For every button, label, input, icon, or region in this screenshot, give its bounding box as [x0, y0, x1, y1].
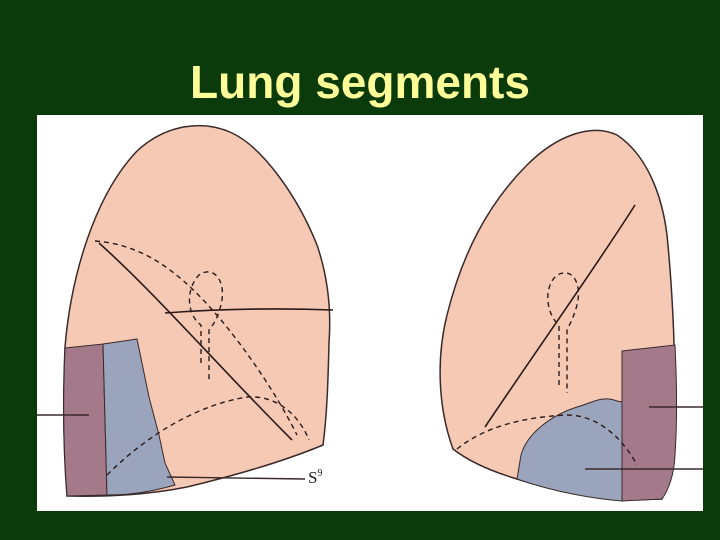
lung-diagram-svg: S9 [37, 124, 703, 502]
left-lung-fissure-solid [98, 242, 293, 441]
left-lung-horizontal-fissure [164, 308, 334, 314]
right-lung-oblique-fissure [484, 204, 636, 428]
left-lung-illustration: S9 [37, 124, 334, 497]
right-lung-hilum-loop [547, 272, 579, 393]
left-lung-dashed-upper [94, 240, 298, 436]
left-lung-hilum-loop [188, 271, 224, 383]
right-lung-illustration [439, 129, 703, 502]
segment-label-s9: S9 [308, 468, 322, 487]
slide-title: Lung segments [190, 56, 530, 108]
left-lung-blue-segment [102, 338, 176, 496]
right-lung-blue-segment [516, 398, 628, 502]
left-lung-pointer-s9 [166, 476, 306, 480]
lung-segments-figure: S9 [37, 115, 703, 511]
left-lung-dashed-lower [106, 396, 310, 476]
left-lung-purple-segment [63, 343, 108, 497]
right-lung-purple-segment [621, 344, 677, 502]
